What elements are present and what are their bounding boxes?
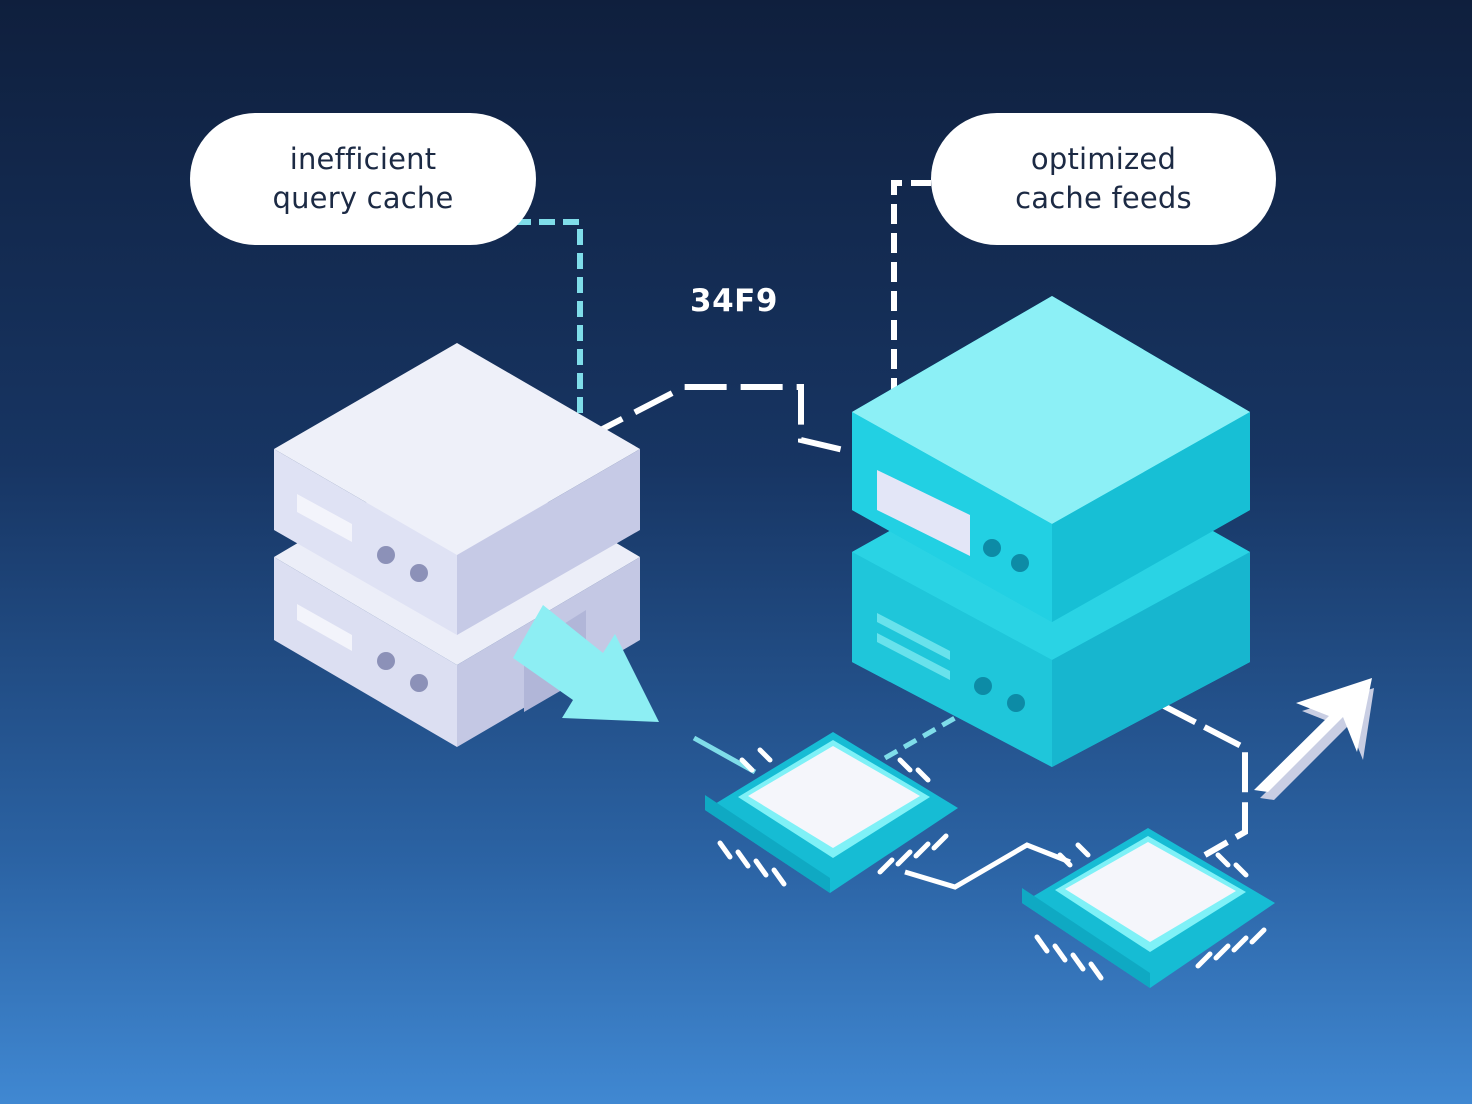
callout-optimized-cache-feeds: optimized cache feeds [931,113,1276,245]
optimized-server-icon [852,296,1250,767]
callout-right-leader [891,180,931,410]
server-chip-line [883,715,957,761]
callout-left-line1: inefficient [289,142,437,176]
callout-right-line2: cache feeds [1015,181,1192,215]
callout-right-line1: optimized [1030,142,1177,176]
output-arrow-icon [1254,678,1374,800]
chip-link-line [904,842,1071,890]
server-link-line [583,384,853,455]
flow-arrow-icon [513,605,659,722]
server-chip2-line [1158,701,1248,858]
chip-icon [705,732,958,893]
chip-icon [1022,828,1275,988]
callout-left-line2: query cache [272,181,454,215]
callout-inefficient-query-cache: inefficient query cache [190,113,536,245]
connectors [515,180,1248,890]
code-label: 34F9 [690,283,778,319]
